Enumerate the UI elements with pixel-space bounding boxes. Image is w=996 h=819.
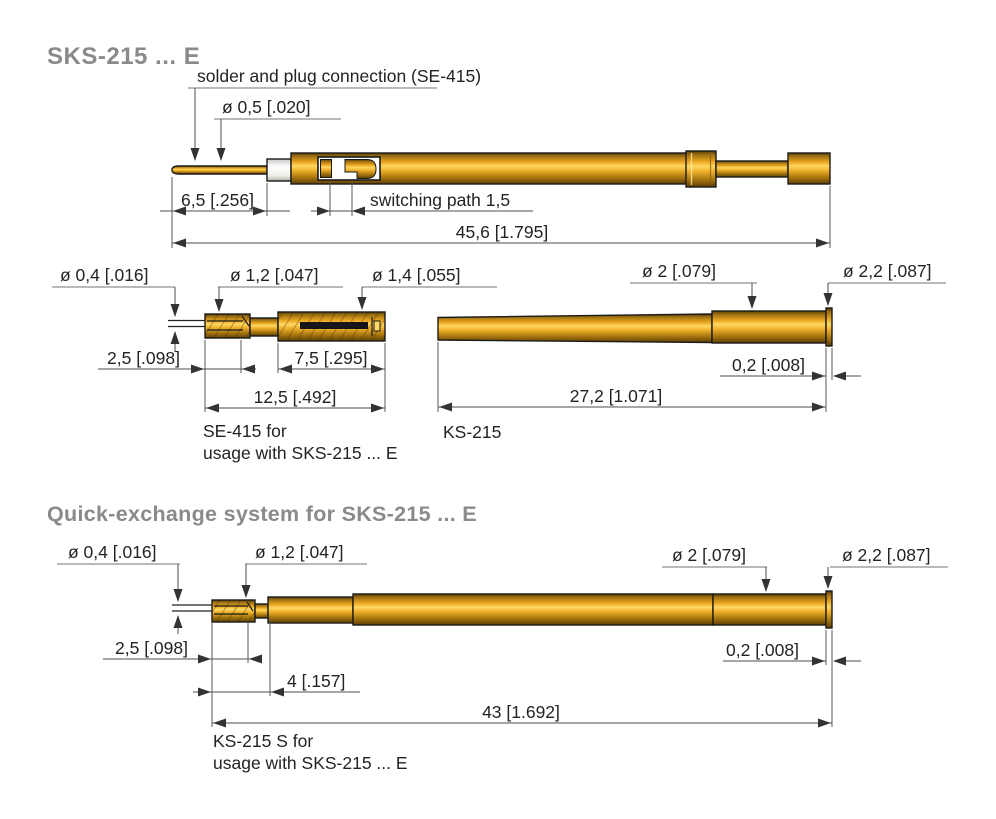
dim-ks215-total-length: 27,2 [1.071] bbox=[438, 386, 826, 412]
ks215s-main-barrel bbox=[352, 593, 714, 626]
ks215s-flange-diameter-callout: ø 2,2 [.087] bbox=[823, 545, 948, 589]
dim-ks215-total-length-text: 27,2 [1.071] bbox=[570, 386, 662, 406]
dim-ks215s-total-length: 43 [1.692] bbox=[212, 702, 832, 728]
se415-slot bbox=[300, 322, 368, 329]
se415-caption-line2: usage with SKS-215 ... E bbox=[203, 443, 398, 463]
dim-se415-total-length: 12,5 [.492] bbox=[205, 387, 385, 413]
dim-ks215s-wire-length-text: 2,5 [.098] bbox=[115, 638, 188, 658]
body-diameter-callout: ø 1,4 [.055] bbox=[357, 265, 497, 310]
section1-title: SKS-215 ... E bbox=[47, 43, 200, 70]
solder-connection-label: solder and plug connection (SE-415) bbox=[197, 66, 481, 86]
ks215s-flange-diameter-label: ø 2,2 [.087] bbox=[842, 545, 931, 565]
dim-tip-length-text: 6,5 [.256] bbox=[181, 190, 254, 210]
section2-title: Quick-exchange system for SKS-215 ... E bbox=[47, 502, 477, 526]
ks215s-sleeve-diameter-callout: ø 1,2 [.047] bbox=[241, 542, 367, 598]
ks215-flange-diameter-label: ø 2,2 [.087] bbox=[843, 261, 932, 281]
tip-diameter-label: ø 0,5 [.020] bbox=[222, 97, 311, 117]
dim-ks215s-sleeve-length-text: 4 [.157] bbox=[287, 671, 345, 691]
probe-sks215-dimensions: 6,5 [.256] switching path 1,5 45,6 [1.79… bbox=[160, 177, 831, 248]
switch-window bbox=[317, 156, 381, 181]
dim-se415-wire-length-text: 2,5 [.098] bbox=[107, 348, 180, 368]
receptacle-se415-drawing bbox=[168, 311, 386, 342]
switching-path-text: switching path 1,5 bbox=[370, 190, 510, 210]
dim-switching-path: switching path 1,5 bbox=[311, 190, 533, 216]
dim-ks215-flange-length-text: 0,2 [.008] bbox=[732, 355, 805, 375]
ks215s-barrel-diameter-callout: ø 2 [.079] bbox=[662, 545, 771, 592]
probe-collar-ring bbox=[685, 150, 717, 188]
se415-sleeve bbox=[204, 313, 251, 339]
ks215s-wire-diameter-label: ø 0,4 [.016] bbox=[68, 542, 157, 562]
probe-sks215-drawing bbox=[171, 150, 831, 188]
ks215-barrel-front bbox=[437, 313, 713, 344]
dim-se415-total-length-text: 12,5 [.492] bbox=[254, 387, 337, 407]
se415-body bbox=[277, 311, 386, 342]
switch-contact-block bbox=[320, 159, 332, 178]
ks215s-front-body bbox=[267, 596, 354, 624]
ks215s-barrel-diameter-label: ø 2 [.079] bbox=[672, 545, 746, 565]
body-diameter-label: ø 1,4 [.055] bbox=[372, 265, 461, 285]
dim-ks215s-sleeve-length: 4 [.157] bbox=[193, 671, 360, 697]
dim-total-length-456: 45,6 [1.795] bbox=[172, 222, 830, 248]
section3-dimensions: 2,5 [.098] 4 [.157] 0,2 [.008] 43 [1.692… bbox=[103, 619, 861, 728]
ks215-caption: KS-215 bbox=[443, 422, 501, 442]
dim-ks215s-flange-length-text: 0,2 [.008] bbox=[726, 640, 799, 660]
sleeve-diameter-callout: ø 1,2 [.047] bbox=[214, 265, 343, 312]
ks215s-flange bbox=[825, 590, 833, 629]
ks215s-wire-diameter-callout: ø 0,4 [.016] bbox=[57, 542, 183, 634]
dim-total-length-text: 45,6 [1.795] bbox=[456, 222, 548, 242]
ks215-flange bbox=[825, 307, 833, 347]
ks215s-caption-line2: usage with SKS-215 ... E bbox=[213, 753, 408, 773]
ks215s-step-shaft bbox=[254, 603, 269, 619]
section2-dimensions: 2,5 [.098] 7,5 [.295] 12,5 [.492] 0,2 [.… bbox=[98, 340, 861, 413]
se415-callouts: ø 0,4 [.016] ø 1,2 [.047] ø 1,4 [.055] ø… bbox=[52, 261, 946, 352]
probe-insulator-collar bbox=[266, 158, 292, 182]
ks215s-callouts: ø 0,4 [.016] ø 1,2 [.047] ø 2 [.079] ø 2… bbox=[57, 542, 948, 634]
probe-end-cap bbox=[787, 152, 831, 185]
dim-ks215s-total-length-text: 43 [1.692] bbox=[482, 702, 560, 722]
dim-ks215s-flange-length: 0,2 [.008] bbox=[723, 640, 861, 666]
ks215s-sleeve-diameter-label: ø 1,2 [.047] bbox=[255, 542, 344, 562]
dim-se415-wire-length: 2,5 [.098] bbox=[98, 348, 256, 374]
sleeve-diameter-label: ø 1,2 [.047] bbox=[230, 265, 319, 285]
ks215s-caption-line1: KS-215 S for bbox=[213, 731, 313, 751]
ks215-flange-diameter-callout: ø 2,2 [.087] bbox=[823, 261, 946, 306]
dim-ks215-flange-length: 0,2 [.008] bbox=[720, 355, 861, 381]
wire-diameter-callout: ø 0,4 [.016] bbox=[52, 265, 180, 352]
se415-caption-line1: SE-415 for bbox=[203, 421, 287, 441]
sleeve-ks215-drawing bbox=[437, 307, 833, 347]
dim-se415-body-length-text: 7,5 [.295] bbox=[295, 348, 368, 368]
ks215-barrel-diameter-label: ø 2 [.079] bbox=[642, 261, 716, 281]
probe-rear-shaft bbox=[715, 160, 789, 178]
se415-mid-shaft bbox=[249, 317, 279, 337]
wire-diameter-label: ø 0,4 [.016] bbox=[60, 265, 149, 285]
switch-plunger bbox=[344, 159, 377, 179]
tip-diameter-callout: ø 0,5 [.020] bbox=[214, 97, 341, 161]
sleeve-ks215s-drawing bbox=[172, 590, 833, 629]
ks215-barrel-diameter-callout: ø 2 [.079] bbox=[630, 261, 757, 309]
dim-se415-body-length: 7,5 [.295] bbox=[278, 348, 385, 374]
ks215s-rear-barrel bbox=[712, 593, 827, 626]
ks215-barrel-rear bbox=[711, 310, 827, 344]
ks215s-sleeve bbox=[211, 599, 256, 623]
dim-tip-length: 6,5 [.256] bbox=[160, 190, 290, 216]
solder-connection-callout: solder and plug connection (SE-415) bbox=[188, 66, 481, 161]
probe-tip-wire bbox=[171, 165, 268, 175]
dim-ks215s-wire-length: 2,5 [.098] bbox=[103, 638, 262, 664]
